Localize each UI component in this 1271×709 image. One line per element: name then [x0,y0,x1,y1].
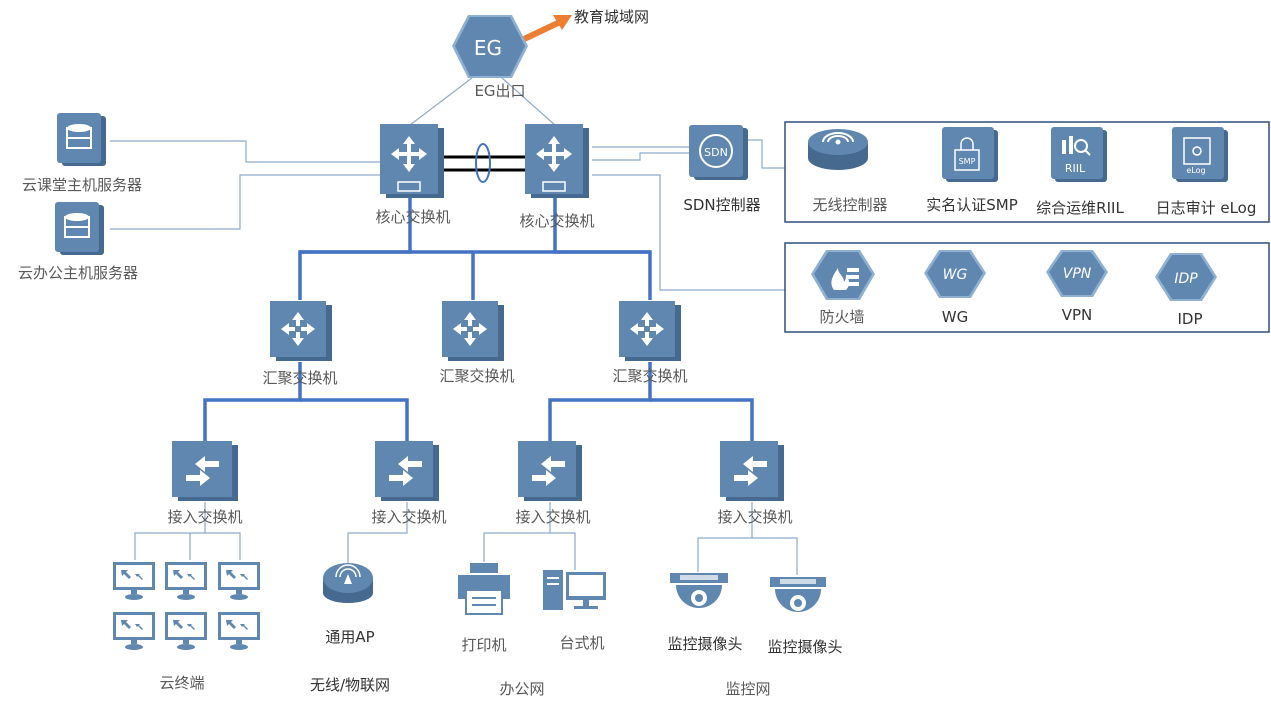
aggregation-switch-1-label: 汇聚交换机 [262,369,337,387]
eg-icon-text: EG [474,36,502,60]
idp-icon[interactable]: IDP [1155,253,1217,301]
riil-icon-text: RIIL [1065,162,1086,175]
firewall-label: 防火墙 [819,308,864,326]
wg-icon[interactable]: WG [924,250,986,298]
cloud-terminal-icon-4[interactable] [113,612,155,650]
management-panel [784,121,1270,223]
internet-label: 教育城域网 [574,8,649,26]
zone-cloud-terminal: 云终端 [159,674,204,692]
sdn-controller-label: SDN控制器 [683,196,760,214]
cloud-terminal-icons [113,562,260,650]
access-switch-1-label: 接入交换机 [167,508,242,526]
server-icon-2[interactable] [55,202,104,255]
elog-icon[interactable]: eLog [1172,127,1228,182]
printer-icon[interactable] [458,563,510,615]
core-switch-right-label: 核心交换机 [519,212,594,230]
cloud-terminal-icon-3[interactable] [218,562,260,600]
server-label-1: 云课堂主机服务器 [22,176,142,194]
connection-lines [110,15,798,575]
aggregation-switch-1[interactable] [270,301,332,361]
cloud-terminal-icon-2[interactable] [165,562,207,600]
ap-label: 通用AP [325,628,374,646]
cloud-terminal-icon-6[interactable] [218,612,260,650]
aggregation-switch-3-label: 汇聚交换机 [612,367,687,385]
wireless-ap-icon[interactable] [323,563,373,603]
camera1-label: 监控摄像头 [667,635,742,653]
aggregation-switch-2[interactable] [442,301,504,361]
server-label-2: 云办公主机服务器 [18,264,138,282]
access-switch-3-label: 接入交换机 [515,508,590,526]
printer-label: 打印机 [461,636,506,654]
vpn-icon[interactable]: VPN [1046,250,1108,297]
riil-label: 综合运维RIIL [1036,199,1124,217]
zone-wireless-iot: 无线/物联网 [310,676,390,694]
eg-router[interactable]: EG [452,15,528,78]
access-switch-2[interactable] [375,441,439,501]
access-switch-4-label: 接入交换机 [717,508,792,526]
server-icon-1[interactable] [57,113,106,166]
vpn-label: VPN [1062,306,1093,324]
security-panel [784,242,1270,333]
wg-label: WG [942,308,968,326]
camera2-label: 监控摄像头 [767,638,842,656]
elog-label: 日志审计 eLog [1156,199,1257,217]
aggregation-switch-2-label: 汇聚交换机 [439,367,514,385]
elog-icon-text: eLog [1186,166,1205,175]
idp-icon-text: IDP [1174,271,1198,287]
wg-icon-text: WG [943,267,968,283]
smp-label: 实名认证SMP [926,196,1018,214]
aggregation-switch-3[interactable] [619,301,681,361]
smp-icon[interactable]: SMP [942,127,998,182]
sdn-icon-text: SDN [704,146,728,159]
sdn-controller-icon[interactable]: SDN [689,125,748,180]
access-switch-2-label: 接入交换机 [371,508,446,526]
access-switch-1[interactable] [172,441,238,501]
cloud-terminal-icon-5[interactable] [165,612,207,650]
core-switch-right[interactable] [525,124,589,198]
smp-icon-text: SMP [959,157,976,166]
firewall-icon[interactable] [811,250,875,300]
vpn-icon-text: VPN [1063,266,1092,282]
cloud-terminal-icon-1[interactable] [113,562,155,600]
zone-monitor: 监控网 [725,680,770,698]
access-switch-3[interactable] [518,441,582,501]
access-switch-4[interactable] [720,441,784,501]
desktop-label: 台式机 [559,634,604,652]
wireless-controller-icon[interactable] [808,129,868,170]
core-switch-left-label: 核心交换机 [375,208,450,226]
camera-icon-1[interactable] [670,573,728,608]
idp-label: IDP [1177,310,1202,328]
core-switch-left[interactable] [380,124,444,198]
eg-label: EG出口 [474,82,525,100]
camera-icon-2[interactable] [770,577,826,612]
riil-icon[interactable]: RIIL [1051,127,1107,182]
zone-office: 办公网 [499,680,544,698]
desktop-icon[interactable] [543,570,606,610]
wireless-controller-label: 无线控制器 [812,196,887,214]
